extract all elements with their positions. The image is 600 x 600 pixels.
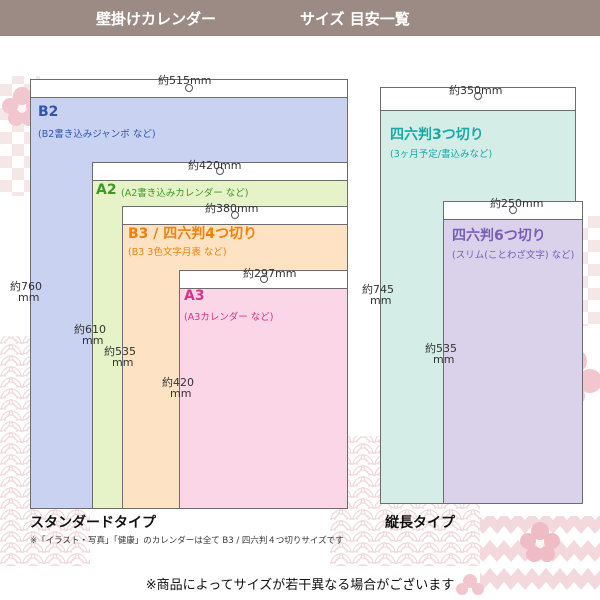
height-label: 約610 [74,323,106,336]
height-label: 約420 [162,376,194,389]
height-unit: mm [433,353,455,366]
width-label: 約250mm [490,197,544,210]
sheet-subtitle: (3ヶ月予定/書込みなど) [390,149,493,160]
sheet-subtitle: (A2書き込みカレンダー など) [121,188,249,199]
hanging-hole [216,167,224,175]
hanging-hole [509,206,517,214]
hanging-hole [474,92,482,100]
sheet-subtitle: (スリム(ことわざ文字) など) [452,250,575,261]
width-label: 約420mm [188,159,242,172]
footer-note: ※商品によってサイズが若干異なる場合がございます [145,578,455,593]
sheet-subtitle: (B2書き込みジャンボ など) [38,129,156,140]
height-label: 約760 [10,280,42,293]
width-label: 約380mm [205,202,259,215]
sheet-title: 四六判6つ切り [452,228,546,244]
hanging-hole [185,84,193,92]
width-label: 約297mm [243,267,297,280]
sheet-title: A3 [184,288,205,304]
height-unit: mm [82,334,104,347]
header-subtitle: サイズ 目安一覧 [300,10,410,28]
sheet-title: B3 / 四六判4つ切り [128,226,258,242]
standard-note: ※「イラスト・写真」「健康」のカレンダーは全て B3 / 四六判４つ切りサイズで… [30,536,344,546]
sheet-shiroku-6 [443,201,583,504]
sheet-a3 [179,270,348,509]
standard-caption: スタンダードタイプ [30,515,156,531]
sheet-title: A2 [96,182,117,198]
height-label: 約535 [425,342,457,355]
sheet-subtitle: (B3 3色文字月表 など) [128,247,227,258]
hanging-hole [231,211,239,219]
sheet-subtitle: (A3カレンダー など) [184,312,274,323]
hanging-hole [259,275,268,283]
header-bar: 壁掛けカレンダー サイズ 目安一覧 [0,0,600,36]
tall-caption: 縦長タイプ [385,515,455,531]
header-title: 壁掛けカレンダー [96,10,217,28]
height-unit: mm [170,387,192,400]
sheet-title: 四六判3つ切り [390,127,484,143]
sheet-title: B2 [38,104,59,120]
height-unit: mm [370,294,392,307]
height-unit: mm [112,356,134,369]
height-label: 約535 [104,345,136,358]
width-label: 約350mm [449,84,503,97]
height-label: 約745 [362,283,394,296]
width-label: 約515mm [158,74,212,87]
height-unit: mm [18,291,40,304]
